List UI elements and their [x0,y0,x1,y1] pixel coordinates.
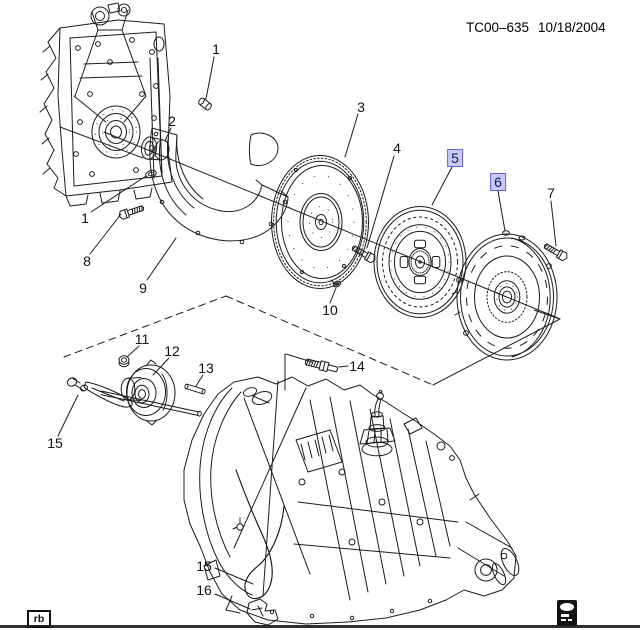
callout-1-plug[interactable]: 1 [212,41,220,57]
callout-15-pipe[interactable]: 15 [196,558,212,574]
drafter-monogram: rb [33,613,45,625]
mount-stud [305,358,339,373]
engine-block-art [39,2,173,207]
release-bearing-art [120,359,176,426]
callout-2-bushing[interactable]: 2 [168,113,176,129]
page-bottom-rule [0,625,640,628]
callout-5-clutch-disc-selected[interactable]: 5 [447,149,463,167]
clutch-disc-art [373,206,467,318]
callout-15-fork[interactable]: 15 [47,435,63,451]
dowel-plug [198,97,212,111]
flywheel-housing-art [149,127,289,245]
callout-12-bearing[interactable]: 12 [164,343,180,359]
callout-6-pressure-plate-selected[interactable]: 6 [490,173,506,191]
callout-13-pin[interactable]: 13 [198,360,214,376]
output-yoke-art [457,493,520,586]
callout-9-cover[interactable]: 9 [139,280,147,296]
drafter-monogram-box: rb [27,610,51,628]
gearshift-lever-art [359,389,396,457]
guide-pin [184,383,206,395]
document-date: 10/18/2004 [538,20,606,35]
callout-3-flywheel[interactable]: 3 [357,99,365,115]
callout-14-stud[interactable]: 14 [349,358,365,374]
pipe-retainer-art [246,598,279,626]
hydraulic-pipe-art [232,469,285,626]
callout-4-bolt[interactable]: 4 [393,140,401,156]
document-code: TC00–635 [466,20,530,35]
gm-brand-mark-icon [557,600,577,626]
callout-16-retainer[interactable]: 16 [196,582,212,598]
clutch-fork-art [66,377,202,417]
callout-10-plug[interactable]: 10 [322,302,338,318]
leader-lines [57,56,557,610]
pressure-plate-art [451,230,558,361]
callout-7-bolt[interactable]: 7 [547,185,555,201]
flywheel-art [271,155,369,289]
document-header: TC00–635 10/18/2004 [466,20,606,35]
flywheel-bolt [349,243,378,265]
fork-nut [118,355,130,368]
gm-mark-oval [560,603,574,611]
callout-8-bolt[interactable]: 8 [83,253,91,269]
pilot-bushing [140,136,170,161]
callout-11-nut[interactable]: 11 [134,331,150,347]
housing-bolt [117,203,146,221]
drain-plug [332,280,342,288]
callout-1-plug-lower[interactable]: 1 [81,210,89,226]
transmission-art [183,376,520,625]
guide-lines [59,126,561,391]
